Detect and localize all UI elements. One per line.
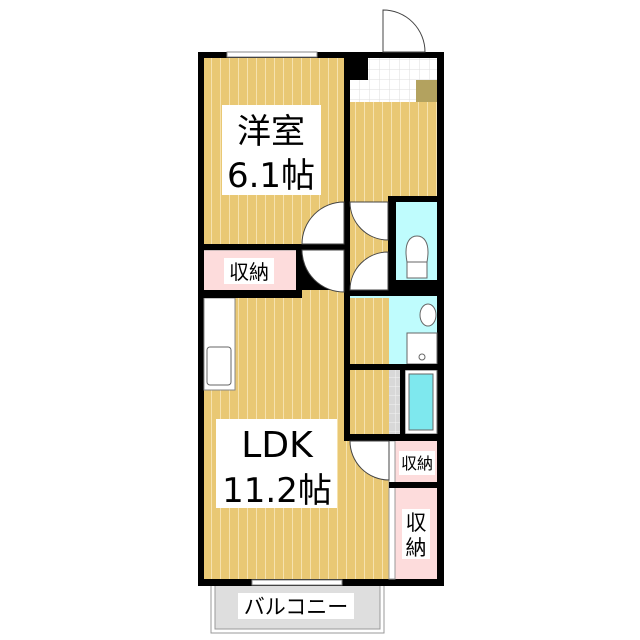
hallway-floor: [350, 102, 437, 196]
bedroom-closet-label: 収納: [229, 260, 269, 284]
large-closet-label-1: 収: [406, 511, 427, 535]
door-swings: [301, 9, 426, 481]
shoe-box: [416, 80, 437, 102]
ldk-size: 11.2帖: [222, 471, 332, 511]
balcony-label: バルコニー: [244, 595, 349, 619]
western-room-name: 洋室: [237, 112, 305, 152]
windows: [226, 51, 343, 586]
washbasin-icon: [406, 303, 438, 365]
kitchen-sink: [206, 346, 232, 386]
small-closet-label: 収納: [401, 454, 433, 473]
inner-walls: [198, 52, 443, 488]
toilet-icon: [405, 235, 429, 279]
closet-door-line: [388, 440, 396, 580]
entrance-floor-left: [350, 80, 368, 102]
western-room-size: 6.1帖: [227, 156, 315, 196]
ldk-name: LDK: [241, 425, 314, 466]
large-closet-label-2: 納: [406, 536, 427, 560]
bathtub-water: [408, 373, 434, 431]
ldk-floor-upper: [302, 290, 344, 300]
